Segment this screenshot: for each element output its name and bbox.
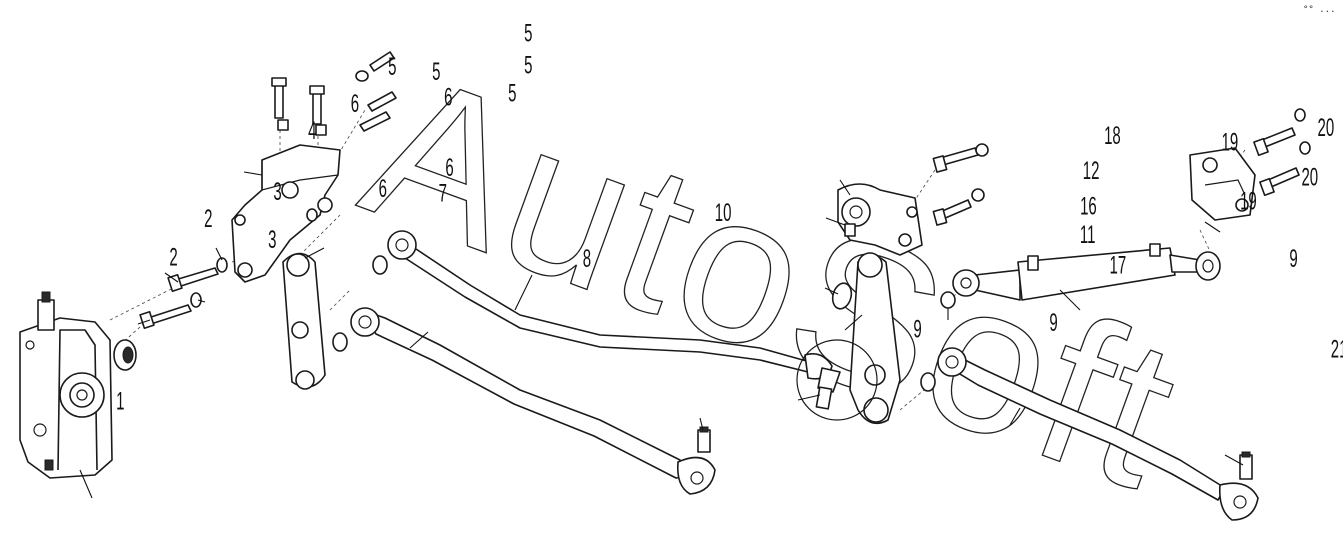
callout-5: 5 bbox=[508, 80, 516, 108]
callout-3: 3 bbox=[268, 226, 276, 254]
callout-6: 6 bbox=[379, 175, 387, 203]
callout-9: 9 bbox=[1289, 245, 1297, 273]
callout-5: 5 bbox=[524, 52, 532, 80]
callout-11: 11 bbox=[1080, 221, 1096, 249]
callout-19: 19 bbox=[1221, 129, 1238, 157]
power-cylinder bbox=[940, 243, 1221, 309]
callout-21: 21 bbox=[1331, 336, 1343, 364]
callout-9: 9 bbox=[1049, 309, 1057, 337]
callout-7: 7 bbox=[439, 180, 447, 208]
corner-mark: °° ... bbox=[1303, 5, 1336, 15]
callout-6: 6 bbox=[445, 154, 453, 182]
callout-20: 20 bbox=[1301, 164, 1318, 192]
callout-17: 17 bbox=[1109, 252, 1126, 280]
small-bolts bbox=[271, 51, 397, 222]
leader-lines bbox=[79, 171, 1244, 499]
cylinder-bracket bbox=[1189, 108, 1311, 221]
callout-2: 2 bbox=[204, 205, 212, 233]
callout-6: 6 bbox=[351, 90, 359, 118]
idler-arm bbox=[796, 252, 901, 425]
callout-10: 10 bbox=[715, 199, 732, 227]
callout-5: 5 bbox=[524, 20, 532, 48]
steering-gear-box bbox=[19, 291, 137, 479]
mounting-bolts bbox=[139, 257, 228, 330]
tie-rod-right bbox=[920, 347, 1259, 521]
callout-5: 5 bbox=[388, 53, 396, 81]
callout-12: 12 bbox=[1083, 157, 1100, 185]
callout-19: 19 bbox=[1240, 188, 1257, 216]
callout-5: 5 bbox=[432, 58, 440, 86]
callout-6: 6 bbox=[444, 84, 452, 112]
idler-bracket bbox=[837, 183, 923, 256]
callout-labels: 1 2 2 3 3 4 5 5 5 5 5 6 6 6 6 7 8 9 9 9 … bbox=[116, 20, 1343, 416]
bracket-bolts bbox=[932, 143, 989, 226]
callout-1: 1 bbox=[116, 388, 124, 416]
pitman-arm bbox=[282, 252, 326, 390]
drag-link-upper bbox=[372, 230, 833, 380]
callout-8: 8 bbox=[583, 245, 591, 273]
callout-3: 3 bbox=[273, 178, 281, 206]
tie-rod-lower bbox=[332, 307, 716, 495]
callout-2: 2 bbox=[169, 244, 177, 272]
callout-18: 18 bbox=[1104, 122, 1121, 150]
gear-bracket bbox=[231, 144, 341, 283]
callout-9: 9 bbox=[913, 316, 921, 344]
callout-16: 16 bbox=[1080, 193, 1097, 221]
callout-4: 4 bbox=[308, 117, 316, 145]
callout-20: 20 bbox=[1317, 114, 1334, 142]
